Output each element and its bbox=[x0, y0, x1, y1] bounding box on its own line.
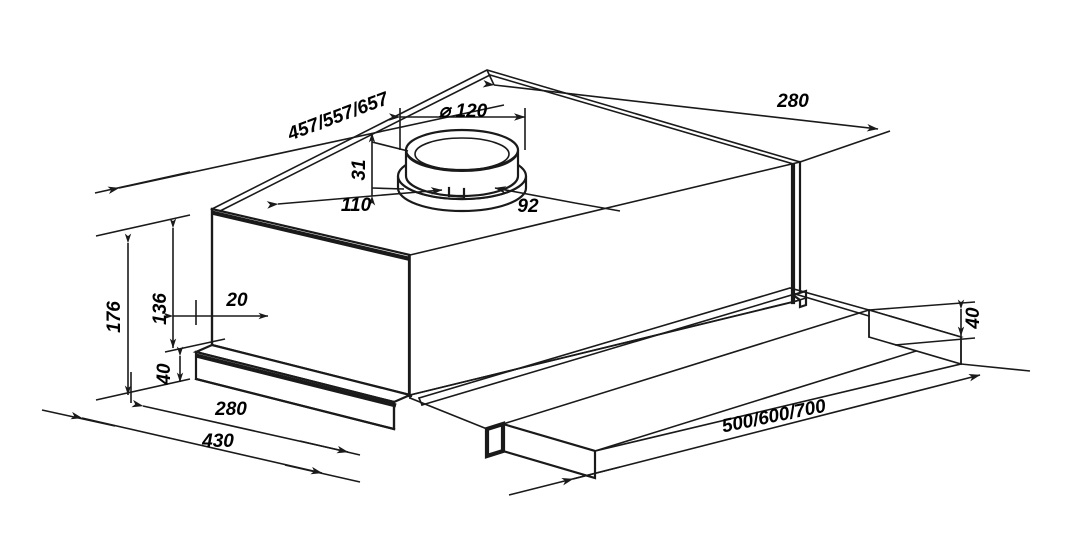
dim-depth-top-ext-left bbox=[486, 69, 495, 86]
dim-body-depth-ext-right bbox=[299, 440, 361, 456]
slide-track-line bbox=[486, 428, 505, 458]
dim-depth-top-line bbox=[482, 79, 879, 132]
body-edge-top-left bbox=[211, 210, 413, 262]
collar-bore-ellipse bbox=[414, 137, 510, 171]
dim-panel-h-right-ext-top bbox=[868, 301, 976, 311]
panel-h-right-label: 40 bbox=[963, 307, 984, 330]
body-height-label: 136 bbox=[150, 293, 171, 325]
dim-width-ext-left bbox=[94, 171, 191, 194]
dim-total-depth-ext-right bbox=[284, 464, 361, 483]
duct-height-label: 31 bbox=[349, 159, 370, 180]
panel-inset-label: 20 bbox=[225, 290, 248, 311]
body-edge-bottom-right bbox=[409, 301, 794, 396]
depth-top-label: 280 bbox=[776, 91, 809, 112]
dim-body-height-ext-bot bbox=[164, 338, 226, 353]
dim-panel-width-line bbox=[561, 374, 981, 486]
collar-notch-gap bbox=[448, 195, 465, 198]
collar-top-ellipse bbox=[404, 128, 520, 172]
dimension-lines-group bbox=[41, 69, 1031, 496]
dim-total-height-ext-bot bbox=[95, 378, 191, 401]
duct-dia-label: ⌀ 120 bbox=[439, 101, 488, 122]
body-depth-label: 280 bbox=[214, 399, 247, 420]
body-right-bracket-edge bbox=[792, 297, 807, 303]
dim-total-height-ext-top bbox=[95, 214, 191, 237]
dim-duct-back-line bbox=[266, 187, 443, 209]
panel-h-left-label: 40 bbox=[154, 363, 175, 386]
total-depth-label: 430 bbox=[201, 431, 234, 452]
total-height-label: 176 bbox=[104, 301, 125, 333]
slide-track-left bbox=[408, 396, 489, 431]
dim-duct-height-ext-bot bbox=[371, 187, 405, 190]
dim-duct-side-line2 bbox=[574, 202, 621, 212]
dim-panel-width-ext-right bbox=[960, 363, 1031, 372]
duct-side-label: 92 bbox=[517, 196, 539, 217]
dim-duct-side-line bbox=[494, 186, 576, 204]
panel-rail-upper bbox=[418, 287, 870, 399]
dim-panel-width-ext-left bbox=[508, 466, 621, 496]
panel-rail-lower bbox=[421, 293, 870, 406]
dim-duct-height-ext-top bbox=[371, 141, 409, 152]
body-lip-edge-thick bbox=[195, 353, 397, 408]
dim-total-depth-line bbox=[70, 411, 323, 475]
dim-depth-top-ext-right bbox=[799, 130, 891, 163]
dim-panel-h-right-ext-bot bbox=[894, 337, 976, 346]
collar-ring-line bbox=[405, 153, 519, 173]
duct-back-label: 110 bbox=[341, 195, 372, 216]
dim-total-depth-ext-left bbox=[41, 409, 116, 427]
duct-collar-group bbox=[396, 128, 528, 213]
